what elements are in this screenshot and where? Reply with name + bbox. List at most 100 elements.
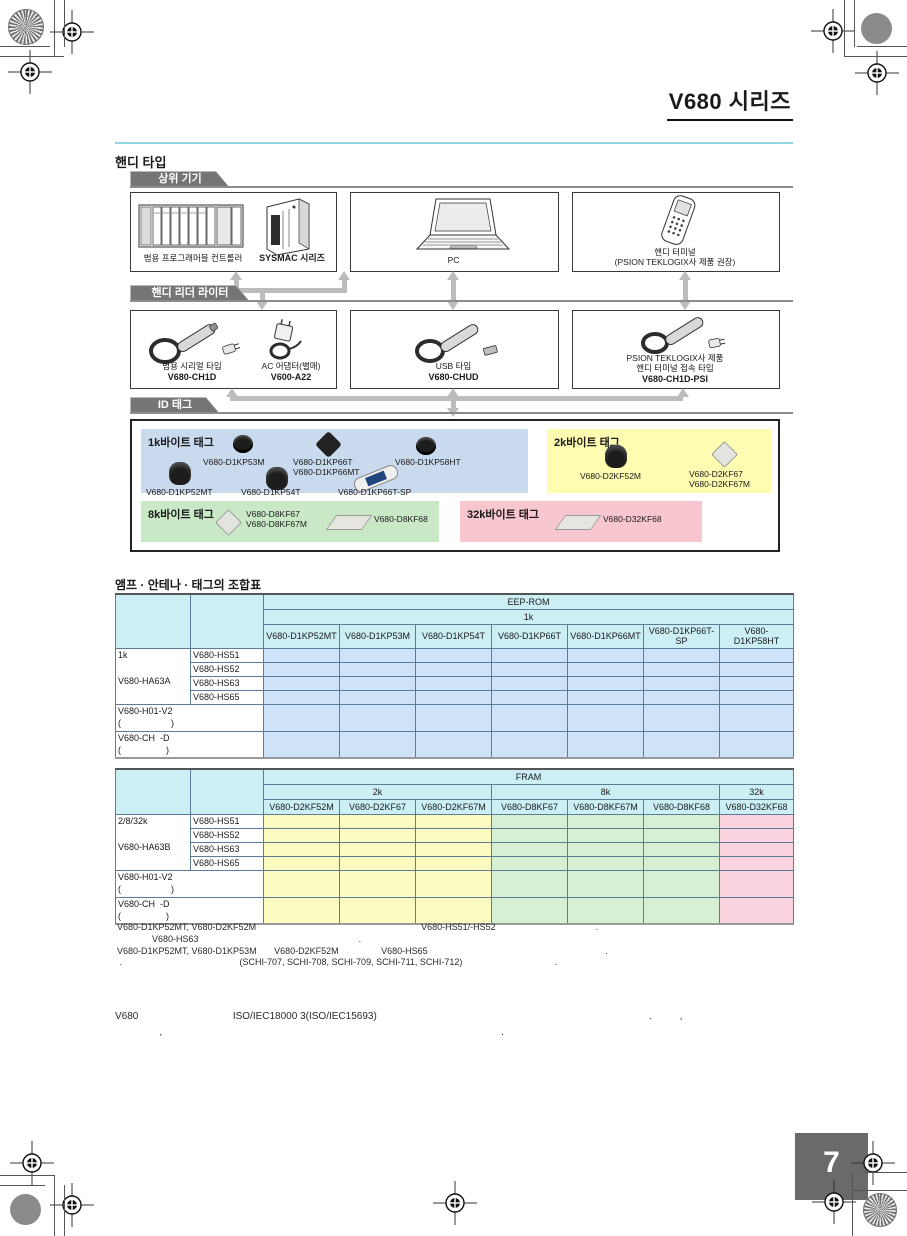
tag-group-title: 8k바이트 태그 bbox=[148, 509, 214, 521]
laptop-icon bbox=[415, 198, 511, 250]
tag-card-icon bbox=[554, 515, 602, 530]
trim-line bbox=[854, 0, 855, 47]
blank-header-cell bbox=[190, 768, 264, 815]
tag-group-8k: 8k바이트 태그 V680-D8KF67 V680-D8KF67M V680-D… bbox=[141, 501, 439, 542]
handheld-terminal-icon bbox=[661, 195, 696, 245]
registration-dot bbox=[861, 13, 892, 44]
column-header: V680-D2KF67M bbox=[415, 798, 492, 815]
terminal-caption1: 핸디 터미널 bbox=[654, 247, 696, 257]
crosshair-mark bbox=[433, 1181, 477, 1225]
plc-caption: 범용 프로그래머블 컨트롤러 bbox=[143, 253, 243, 263]
host-section-label: 상위 기기 bbox=[130, 171, 230, 188]
connector-line bbox=[683, 279, 688, 302]
crosshair-mark bbox=[8, 50, 52, 94]
tag-model: V680-D2KF67 bbox=[689, 469, 743, 479]
trim-line bbox=[64, 1185, 65, 1236]
tag-diamond-icon bbox=[711, 441, 738, 468]
tag-model: V680-D8KF67 bbox=[246, 509, 300, 519]
fram-combo-table: FRAM 2k 8k 32k V680-D2KF52M V680-D2KF67 … bbox=[115, 768, 795, 925]
title-series: 시리즈 bbox=[722, 89, 791, 114]
column-header: V680-D32KF68 bbox=[718, 798, 795, 815]
pen-reader-icon bbox=[149, 323, 241, 364]
terminal-caption2: (PSION TEKLOGIX사 제품 권장) bbox=[614, 257, 736, 267]
connector-line bbox=[260, 292, 265, 302]
tag-model: V680-D32KF68 bbox=[603, 514, 662, 524]
reader-box-usb: USB 타입 V680-CHUD bbox=[350, 310, 559, 389]
antenna-cell: V680-HS51 bbox=[190, 813, 264, 829]
trim-line bbox=[64, 0, 65, 47]
trim-line bbox=[844, 56, 907, 57]
serial-caption: 범용 시리얼 타입 bbox=[162, 361, 222, 371]
column-header: V680-D1KP54T bbox=[415, 623, 492, 649]
trim-line bbox=[0, 1185, 45, 1186]
plc-icon bbox=[138, 204, 244, 248]
usb-model: V680-CHUD bbox=[428, 372, 479, 382]
usb-reader-icon bbox=[415, 324, 498, 363]
device-cell: V680-H01-V2( ) bbox=[115, 869, 264, 898]
trim-line bbox=[844, 0, 845, 57]
host-section-rule bbox=[130, 186, 793, 188]
blank-header-cell bbox=[115, 768, 191, 815]
antenna-cell: V680-HS65 bbox=[190, 855, 264, 871]
footnote-line: V680-D1KP52MT, V680-D2KF52M V680-HS51/-H… bbox=[117, 922, 599, 932]
tag-group-1k: 1k바이트 태그 V680-D1KP53M V680-D1KP66T V680-… bbox=[141, 429, 528, 497]
eeprom-combo-table: EEP-ROM 1k V680-D1KP52MT V680-D1KP53M V6… bbox=[115, 593, 795, 759]
trim-line bbox=[0, 1175, 55, 1176]
page-number: 7 bbox=[823, 1146, 840, 1179]
psion-model: V680-CH1D-PSI bbox=[641, 374, 709, 384]
device-cell: V680-CH -D( ) bbox=[115, 730, 264, 759]
column-header: V680-D8KF67M bbox=[567, 798, 644, 815]
pc-caption: PC bbox=[447, 255, 460, 265]
device-cell: V680-H01-V2( ) bbox=[115, 703, 264, 732]
column-header: V680-D2KF67 bbox=[339, 798, 416, 815]
tag-cylinder-icon bbox=[416, 437, 436, 455]
footnote-line: V680-HS63 . bbox=[117, 934, 362, 944]
bottom-note-line: V680 ISO/IEC18000 3(ISO/IEC15693) . , bbox=[115, 1011, 683, 1022]
title-rule bbox=[115, 142, 793, 144]
usb-caption: USB 타입 bbox=[435, 361, 472, 371]
tag-model: V680-D1KP66T bbox=[293, 457, 353, 467]
connector-arrow bbox=[679, 301, 691, 310]
connector-line bbox=[451, 396, 456, 409]
capacity-header: 32k bbox=[718, 783, 795, 800]
trim-line bbox=[862, 1172, 907, 1173]
tag-cylinder-icon bbox=[233, 435, 253, 453]
adapter-caption: AC 어댑터(별매) bbox=[261, 361, 321, 371]
crosshair-mark bbox=[50, 10, 94, 54]
tag-group-2k: 2k바이트 태그 V680-D2KF52M V680-D2KF67 V680-D… bbox=[547, 429, 771, 493]
connector-arrow bbox=[447, 301, 459, 310]
antenna-cell: V680-HS52 bbox=[190, 661, 264, 677]
footnote-line: . (SCHI-707, SCHI-708, SCHI-709, SCHI-71… bbox=[117, 957, 558, 967]
tag-group-title: 1k바이트 태그 bbox=[148, 437, 214, 449]
bottom-note-line: , . bbox=[115, 1027, 504, 1038]
tag-model: V680-D2KF52M bbox=[580, 471, 641, 481]
blank-header-cell bbox=[115, 593, 191, 649]
trim-line bbox=[0, 46, 50, 47]
psion-caption1: PSION TEKLOGIX사 제품 bbox=[626, 353, 724, 363]
rom-type-header: FRAM bbox=[262, 768, 795, 785]
antenna-cell: V680-HS51 bbox=[190, 647, 264, 663]
connector-line bbox=[342, 279, 347, 290]
column-header: V680-D1KP53M bbox=[339, 623, 416, 649]
trim-line bbox=[54, 1175, 55, 1236]
antenna-cell: V680-HS63 bbox=[190, 675, 264, 691]
connector-arrow bbox=[230, 271, 242, 280]
tag-diamond-icon bbox=[315, 431, 342, 458]
reader-box-psion: PSION TEKLOGIX사 제품 핸디 터미널 접속 타입 V680-CH1… bbox=[572, 310, 780, 389]
tag-group-title: 2k바이트 태그 bbox=[554, 437, 620, 449]
connector-arrow bbox=[679, 271, 691, 280]
tag-section-rule bbox=[130, 412, 793, 414]
psion-caption2: 핸디 터미널 접속 타입 bbox=[636, 363, 714, 373]
trim-line bbox=[852, 1190, 907, 1191]
section-heading: 핸디 타입 bbox=[115, 155, 167, 170]
trim-line bbox=[54, 0, 55, 57]
trim-line bbox=[0, 56, 64, 57]
column-header: V680-D1KP58HT bbox=[718, 623, 795, 649]
connector-arrow bbox=[256, 301, 268, 310]
tag-group-title: 32k바이트 태그 bbox=[467, 509, 540, 521]
tag-model: V680-D1KP53M bbox=[203, 457, 265, 467]
tag-diamond-icon bbox=[215, 509, 242, 536]
